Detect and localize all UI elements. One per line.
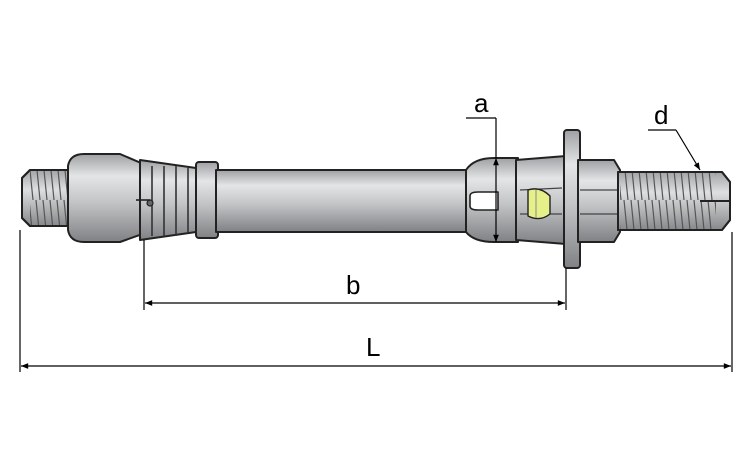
collar-ring (195, 161, 219, 239)
yellow-pin (527, 188, 551, 220)
spacer-slot (469, 191, 499, 211)
label-L: L (366, 332, 380, 362)
cone-nut (67, 153, 149, 243)
label-a: a (474, 88, 489, 118)
label-b: b (346, 270, 360, 300)
anchor-bolt (21, 129, 731, 269)
outer-hex-nut (577, 159, 621, 243)
main-shaft (215, 169, 471, 233)
d-leader (675, 129, 701, 171)
dimensions (19, 117, 733, 372)
left-thread-lines (30, 170, 70, 226)
sleeve-pin (146, 199, 154, 207)
label-d: d (654, 100, 668, 130)
